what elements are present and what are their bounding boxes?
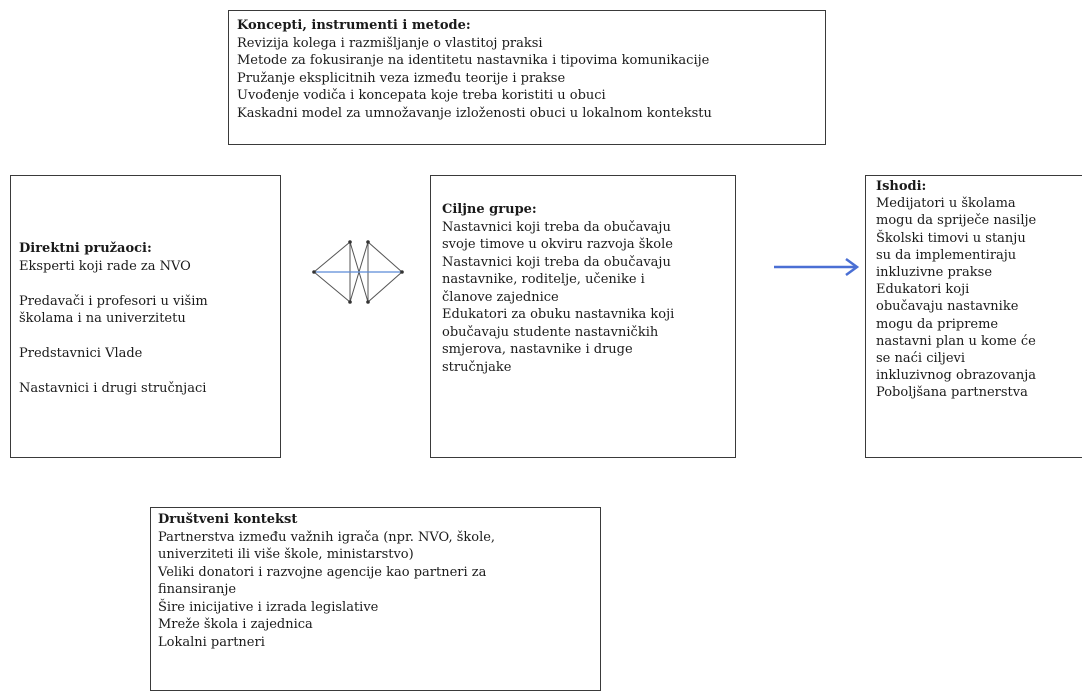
arrow-right-icon bbox=[774, 257, 860, 277]
direct-providers-title: Direktni pružaoci: bbox=[19, 241, 152, 256]
social-context-line: Partnerstva između važnih igrača (npr. N… bbox=[158, 529, 496, 545]
direct-providers-item: Predavači i profesori u višim bbox=[19, 293, 208, 309]
social-context-box: Društveni kontekst Partnerstva između va… bbox=[150, 507, 601, 691]
outcomes-line: Medijatori u školama bbox=[876, 196, 1016, 212]
direct-providers-box: Direktni pružaoci: Eksperti koji rade za… bbox=[10, 175, 281, 458]
target-groups-line: stručnjake bbox=[442, 359, 512, 375]
concepts-item: Revizija kolega i razmišljanje o vlastit… bbox=[237, 35, 543, 51]
target-groups-line: Nastavnici koji treba da obučavaju bbox=[442, 254, 671, 270]
concepts-item: Metode za fokusiranje na identitetu nast… bbox=[237, 53, 710, 68]
target-groups-line: Edukatori za obuku nastavnika koji bbox=[442, 307, 675, 322]
direct-providers-content: Direktni pružaoci: Eksperti koji rade za… bbox=[19, 240, 208, 398]
outcomes-line: Edukatori koji bbox=[876, 282, 970, 298]
spacer bbox=[19, 275, 208, 293]
outcomes-line: Poboljšana partnerstva bbox=[876, 385, 1028, 401]
outcomes-line: nastavni plan u kome će bbox=[876, 333, 1036, 349]
target-groups-line: smjerova, nastavnike i druge bbox=[442, 342, 633, 357]
target-groups-title: Ciljne grupe: bbox=[442, 202, 537, 217]
concepts-item: Pružanje eksplicitnih veza između teorij… bbox=[237, 70, 566, 86]
outcomes-line: Školski timovi u stanju bbox=[876, 230, 1026, 246]
outcomes-box: Ishodi: Medijatori u školama mogu da spr… bbox=[865, 175, 1082, 458]
concepts-title: Koncepti, instrumenti i metode: bbox=[237, 18, 471, 33]
concepts-item: Kaskadni model za umnožavanje izloženost… bbox=[237, 105, 712, 121]
target-groups-line: obučavaju studente nastavničkih bbox=[442, 324, 659, 340]
outcomes-title: Ishodi: bbox=[876, 179, 927, 194]
outcomes-line: mogu da spriječe nasilje bbox=[876, 213, 1037, 229]
target-groups-box: Ciljne grupe: Nastavnici koji treba da o… bbox=[430, 175, 736, 458]
target-groups-line: nastavnike, roditelje, učenike i bbox=[442, 272, 645, 287]
social-context-line: Lokalni partneri bbox=[158, 634, 265, 650]
outcomes-line: inkluzivne prakse bbox=[876, 265, 993, 281]
social-context-line: Šire inicijative i izrada legislative bbox=[158, 599, 379, 615]
outcomes-line: mogu da pripreme bbox=[876, 316, 999, 332]
direct-providers-item: školama i na univerzitetu bbox=[19, 311, 186, 326]
social-context-line: univerziteti ili više škole, ministarstv… bbox=[158, 547, 414, 562]
target-groups-line: svoje timove u okviru razvoja škole bbox=[442, 237, 673, 252]
outcomes-line: obučavaju nastavnike bbox=[876, 299, 1019, 315]
direct-providers-item: Nastavnici i drugi stručnjaci bbox=[19, 381, 207, 396]
network-icon bbox=[312, 240, 404, 304]
target-groups-line: Nastavnici koji treba da obučavaju bbox=[442, 219, 671, 235]
direct-providers-item: Predstavnici Vlade bbox=[19, 346, 143, 361]
social-context-line: finansiranje bbox=[158, 582, 237, 597]
social-context-line: Mreže škola i zajednica bbox=[158, 617, 313, 632]
target-groups-line: članove zajednice bbox=[442, 289, 559, 305]
outcomes-line: se naći ciljevi bbox=[876, 351, 966, 367]
social-context-line: Veliki donatori i razvojne agencije kao … bbox=[158, 564, 487, 580]
spacer bbox=[19, 363, 208, 381]
spacer bbox=[19, 328, 208, 346]
direct-providers-item: Eksperti koji rade za NVO bbox=[19, 258, 191, 274]
social-context-title: Društveni kontekst bbox=[158, 512, 298, 527]
outcomes-line: inkluzivnog obrazovanja bbox=[876, 368, 1036, 384]
concepts-box: Koncepti, instrumenti i metode: Revizija… bbox=[228, 10, 826, 145]
outcomes-line: su da implementiraju bbox=[876, 247, 1017, 263]
concepts-item: Uvođenje vodiča i koncepata koje treba k… bbox=[237, 88, 606, 103]
